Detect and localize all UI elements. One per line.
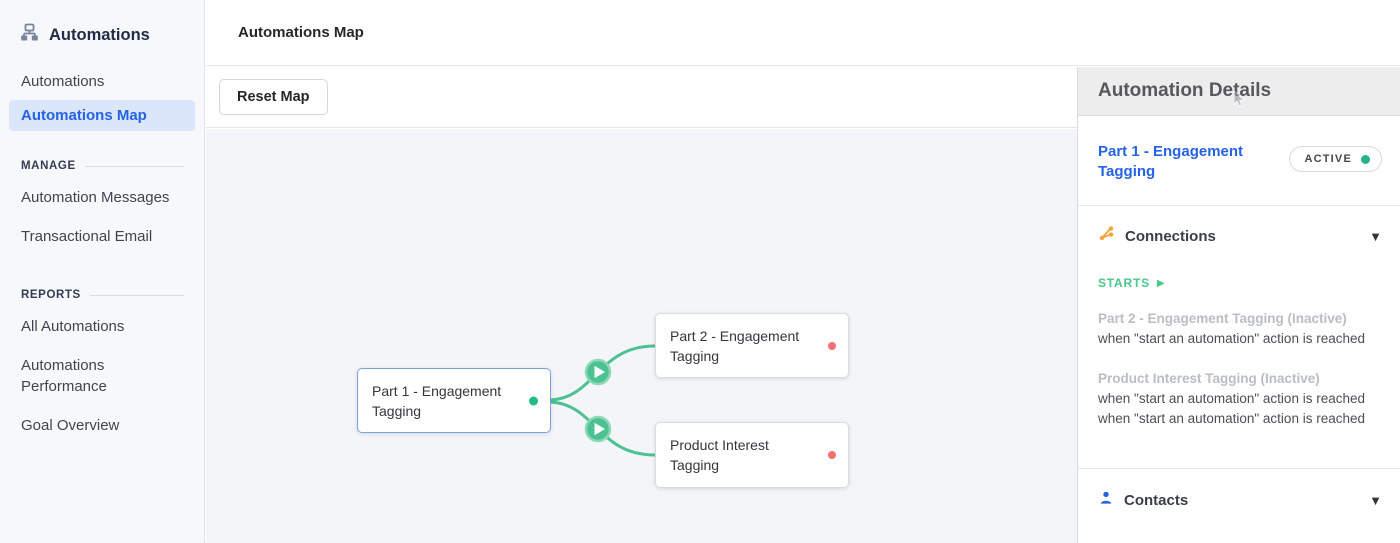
connection-target-name: Part 2 - Engagement Tagging (Inactive) bbox=[1098, 311, 1347, 326]
inactive-status-dot bbox=[828, 341, 836, 350]
starts-label: STARTS bbox=[1098, 276, 1150, 290]
contacts-accordion[interactable]: Contacts ▼ bbox=[1078, 469, 1400, 511]
connection-group: Product Interest Tagging (Inactive) when… bbox=[1098, 369, 1382, 430]
details-panel-title: Automation Details bbox=[1098, 80, 1272, 101]
play-connector-icon bbox=[584, 415, 612, 443]
automations-map-canvas[interactable]: Part 1 - Engagement Tagging Part 2 - Eng… bbox=[206, 129, 1077, 543]
fork-icon bbox=[1098, 225, 1115, 247]
connections-title: Connections bbox=[1125, 227, 1216, 245]
section-label: MANAGE bbox=[21, 160, 76, 172]
section-divider bbox=[84, 165, 184, 167]
sidebar-header: Automations bbox=[0, 0, 204, 65]
connections-accordion[interactable]: Connections ▼ bbox=[1078, 206, 1400, 247]
map-node-product-interest-tagging[interactable]: Product Interest Tagging bbox=[655, 422, 849, 488]
details-panel-header: Automation Details bbox=[1078, 67, 1400, 116]
active-status-dot bbox=[529, 396, 538, 405]
connection-condition: when "start an automation" action is rea… bbox=[1098, 411, 1365, 426]
contacts-section: Contacts ▼ bbox=[1078, 468, 1400, 511]
top-header: Automations Map bbox=[206, 0, 1400, 66]
connection-group: Part 2 - Engagement Tagging (Inactive) w… bbox=[1098, 309, 1382, 350]
person-icon bbox=[1098, 490, 1114, 511]
connection-target-name: Product Interest Tagging (Inactive) bbox=[1098, 370, 1320, 386]
sitemap-icon bbox=[20, 23, 39, 47]
manage-items: Automation Messages Transactional Email bbox=[0, 178, 204, 256]
map-node-part1-engagement-tagging[interactable]: Part 1 - Engagement Tagging bbox=[357, 368, 551, 433]
page-title: Automations Map bbox=[238, 24, 364, 41]
sidebar-item-goal-overview[interactable]: Goal Overview bbox=[21, 417, 120, 434]
section-label: REPORTS bbox=[21, 289, 81, 301]
contacts-title: Contacts bbox=[1124, 492, 1189, 509]
node-title: Part 2 - Engagement Tagging bbox=[670, 327, 800, 364]
sidebar-section-manage: MANAGE bbox=[21, 160, 184, 172]
reset-map-button[interactable]: Reset Map bbox=[219, 79, 328, 115]
automation-title-link[interactable]: Part 1 - Engagement Tagging bbox=[1098, 143, 1244, 180]
sidebar-item-transactional-email[interactable]: Transactional Email bbox=[21, 228, 153, 245]
play-icon: ▶ bbox=[1156, 277, 1165, 289]
status-badge: ACTIVE bbox=[1289, 146, 1382, 172]
node-title: Product Interest Tagging bbox=[670, 437, 769, 473]
chevron-down-icon[interactable]: ▼ bbox=[1369, 228, 1382, 244]
sidebar-item-automations[interactable]: Automations bbox=[21, 73, 105, 90]
sidebar-item-automations-performance[interactable]: Automations Performance bbox=[21, 357, 107, 395]
active-dot-icon bbox=[1361, 154, 1370, 164]
connection-condition: when "start an automation" action is rea… bbox=[1098, 390, 1365, 406]
inactive-status-dot bbox=[828, 451, 836, 459]
starts-row: STARTS ▶ bbox=[1098, 276, 1400, 290]
node-title: Part 1 - Engagement Tagging bbox=[372, 382, 502, 419]
status-badge-label: ACTIVE bbox=[1304, 153, 1352, 165]
map-toolbar: Reset Map bbox=[206, 67, 1077, 128]
connection-condition: when "start an automation" action is rea… bbox=[1098, 331, 1365, 346]
sidebar-item-all-automations[interactable]: All Automations bbox=[21, 318, 125, 335]
play-connector-icon bbox=[584, 358, 612, 386]
chevron-down-icon[interactable]: ▼ bbox=[1369, 493, 1382, 508]
automation-title-row: Part 1 - Engagement Tagging ACTIVE bbox=[1078, 116, 1400, 206]
automation-details-panel: Automation Details Part 1 - Engagement T… bbox=[1077, 67, 1400, 543]
section-divider bbox=[89, 294, 184, 296]
map-node-part2-engagement-tagging[interactable]: Part 2 - Engagement Tagging bbox=[655, 313, 849, 378]
reports-items: All Automations Automations Performance … bbox=[0, 307, 204, 445]
connector-lines bbox=[550, 344, 656, 457]
sidebar-title: Automations bbox=[49, 25, 150, 44]
sidebar-item-automation-messages[interactable]: Automation Messages bbox=[21, 189, 170, 206]
sidebar: Automations Automations Automations Map … bbox=[0, 0, 205, 543]
sidebar-section-reports: REPORTS bbox=[21, 289, 184, 301]
sidebar-item-automations-map[interactable]: Automations Map bbox=[9, 100, 195, 131]
